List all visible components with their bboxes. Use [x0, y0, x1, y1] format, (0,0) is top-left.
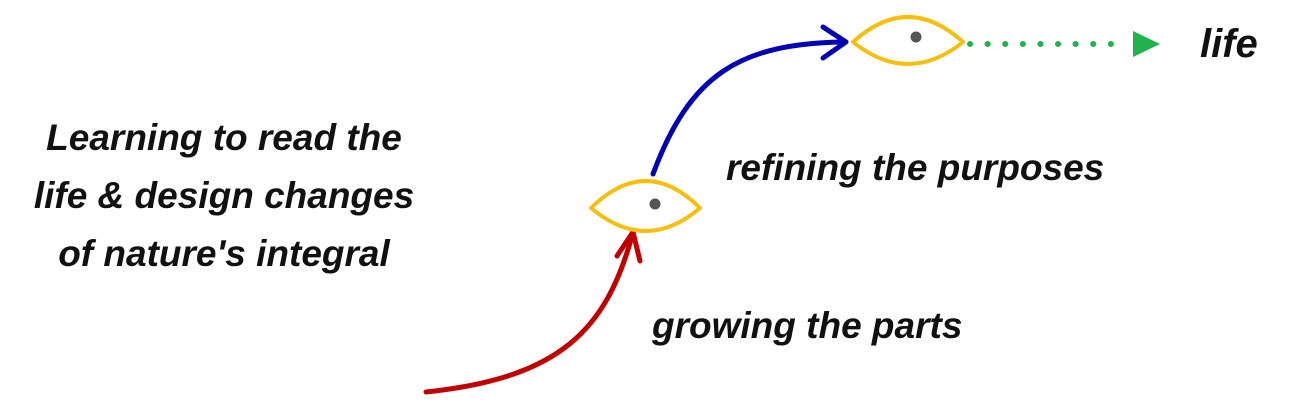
left-caption-line-2: life & design changes: [34, 175, 414, 216]
refine-arrow: [650, 24, 849, 177]
growth-arrow-curve: [423, 233, 635, 395]
refine-arrow-curve: [650, 39, 845, 177]
eye-icon: [589, 179, 702, 233]
dotted-arrow-head: [1133, 31, 1160, 57]
eye-icon: [851, 15, 965, 66]
end-label: life: [1200, 22, 1258, 66]
eye-pupil: [910, 31, 922, 43]
left-caption-line-1: Learning to read the: [46, 117, 402, 158]
refining-label: refining the purposes: [726, 147, 1104, 188]
eye-pupil: [649, 198, 661, 210]
dotted-arrow: [967, 31, 1160, 57]
growth-arrow-head: [614, 229, 643, 264]
growth-arrow: [423, 229, 643, 395]
eye-outline: [851, 15, 965, 66]
left-caption: Learning to read the life & design chang…: [34, 117, 414, 274]
growing-label: growing the parts: [651, 305, 962, 346]
left-caption-line-3: of nature's integral: [58, 233, 390, 274]
eye-outline: [589, 179, 702, 233]
refine-arrow-head: [820, 24, 849, 61]
